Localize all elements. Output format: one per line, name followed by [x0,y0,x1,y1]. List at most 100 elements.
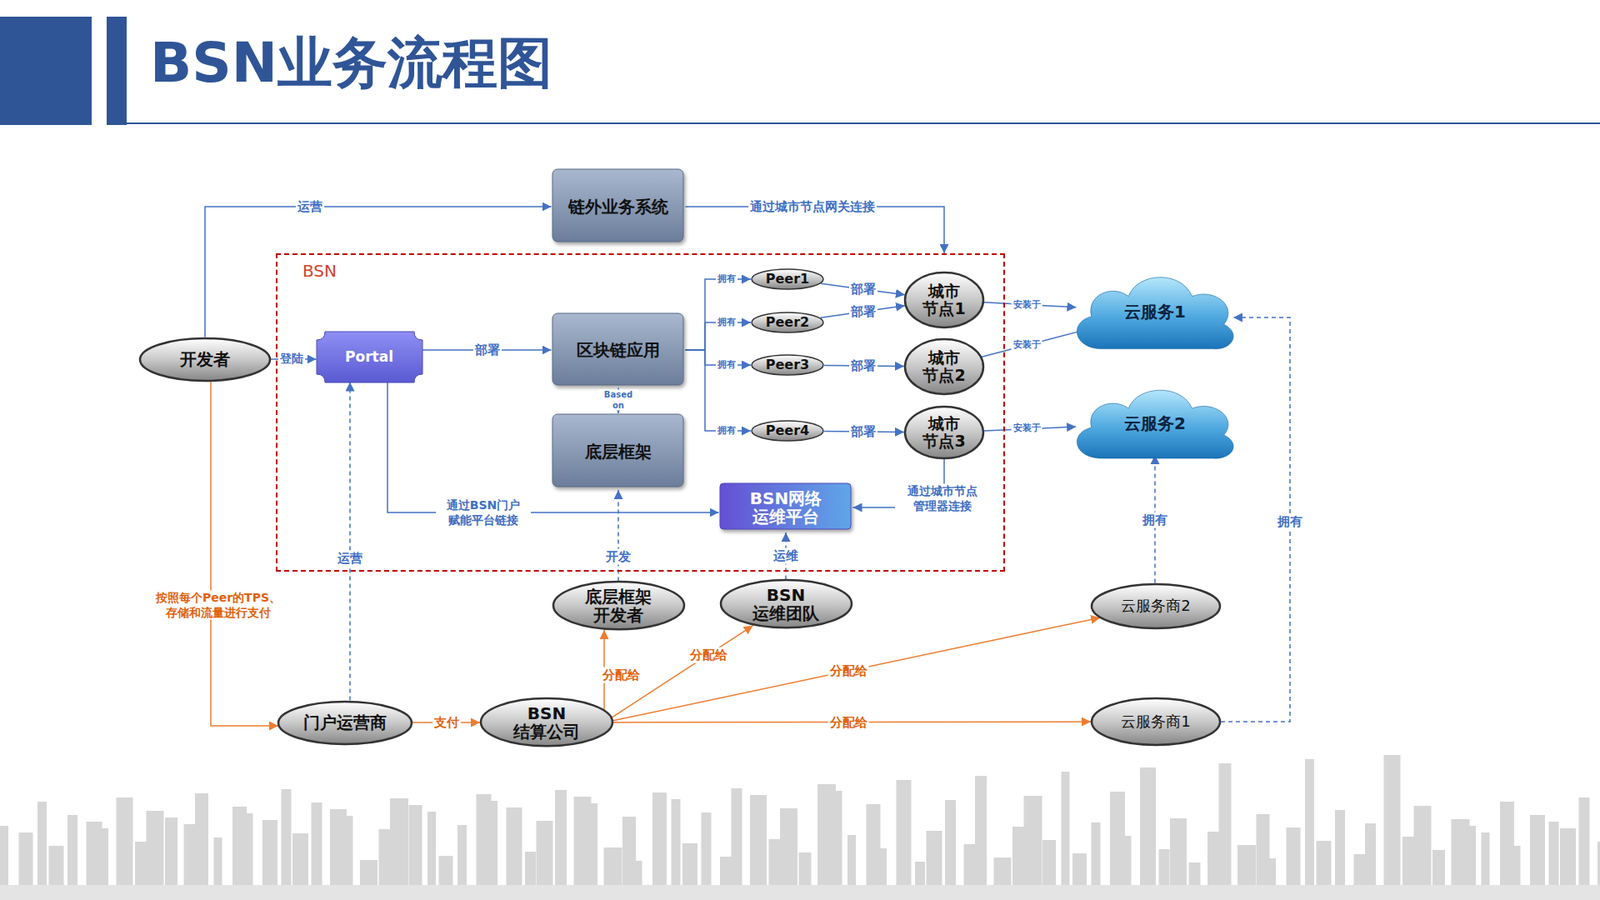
node-label: 底层框架 [585,442,652,461]
skyline-building [652,792,667,889]
edge-label: 通过BSN门户 赋能平台链接 [435,498,531,528]
node-label: 云服务1 [1124,302,1186,321]
skyline-building [1061,771,1070,889]
node-label: 云服务商1 [1120,713,1190,730]
edge-label: 运维 [771,548,800,565]
skyline-building [1170,818,1187,889]
edge-label: 分配给 [688,647,730,664]
title: BSN业务流程图 [150,30,553,96]
node-label: 底层框架 开发者 [576,587,660,625]
skyline-building [1432,850,1445,889]
skyline-building [1335,810,1345,889]
node-label: BSN网络 运维平台 [735,489,836,526]
edge-label: 部署 [849,358,878,375]
edge-label: 开发 [604,549,633,565]
actor-ellipse: 底层框架 开发者 [551,580,686,631]
skyline-building [994,857,1012,889]
skyline-building [555,790,567,889]
skyline-building [1286,827,1301,889]
region-heading: BSN [302,261,337,280]
edge-label: 运营 [295,199,325,215]
connector [685,279,752,350]
edge-label: Based on [598,390,639,411]
edge-label: 部署 [849,304,878,320]
city-node: 城市 节点3 [903,405,985,460]
edge-label: 拥有 [715,425,738,437]
skyline-building [506,807,523,889]
actor-ellipse: 云服务商1 [1090,696,1222,747]
system-box: 链外业务系统 [551,168,686,245]
edge-label: 部署 [849,424,878,440]
skyline-building [1305,759,1315,889]
skyline-building [390,798,409,889]
skyline-building [1267,858,1276,889]
skyline-building [292,833,309,889]
actor-ellipse: BSN 运维团队 [719,578,854,630]
skyline-building [281,789,292,889]
skyline-building [244,813,254,889]
edge-label: 按照每个Peer的TPS、 存储和流量进行支付 [137,590,300,620]
platform-box: BSN网络 运维平台 [719,482,854,533]
edge-label: 拥有 [715,316,738,329]
peer-ellipse: Peer1 [750,267,825,291]
skyline-building [379,829,392,889]
skyline-building [926,830,943,889]
skyline-building [1549,821,1560,889]
skyline-building [877,848,887,889]
node-label: 链外业务系统 [568,197,669,216]
node-label: Peer3 [765,357,810,373]
skyline-building [1462,825,1476,889]
edge-label: 拥有 [715,359,738,371]
connector [685,350,752,431]
cloud-shape: 云服务1 [1066,268,1244,356]
skyline-building [262,820,278,889]
skyline-building [896,780,912,889]
node-label: BSN 运维团队 [744,585,828,623]
bsn-region: BSNPortal区块链应用底层框架Peer1Peer2Peer3Peer4城市… [275,253,1005,572]
node-label: 门户运营商 [303,713,387,732]
connector [349,382,351,701]
edge-label: 安装于 [1011,339,1043,351]
edge-label: 分配给 [828,715,870,731]
portal-box: Portal [316,331,423,383]
skyline-ground [0,885,1600,900]
node-label: 区块链应用 [576,340,660,360]
peer-ellipse: Peer2 [750,310,825,335]
skyline-building [1365,823,1376,889]
skyline-building [780,808,798,889]
skyline-building [0,825,9,889]
edge-label: 拥有 [1140,512,1170,529]
skyline-building [1560,828,1576,889]
connector [617,490,620,581]
edge-label: 支付 [432,715,461,731]
skyline-building [701,812,712,889]
skyline-building [37,801,47,889]
node-label: Peer1 [765,271,810,287]
skyline-building [457,825,467,889]
node-label: Portal [345,349,394,365]
connector [981,329,1088,357]
skyline-building [634,860,643,889]
edge-label: 安装于 [1011,299,1043,311]
process-box: 区块链应用 [551,312,686,389]
skyline-building [67,815,78,889]
skyline-building [311,802,323,889]
city-node: 城市 节点1 [903,270,985,330]
skyline-building [1237,845,1256,889]
skyline-building [525,851,536,889]
node-label: 城市 节点3 [918,415,970,450]
node-label: 城市 节点1 [918,282,970,318]
skyline-building [409,805,423,889]
skyline-building [829,790,843,889]
skyline-building [1414,805,1432,889]
edge-label: 安装于 [1011,422,1043,435]
skyline-building [146,810,165,889]
connector [387,382,720,514]
skyline-building [1140,767,1156,889]
skyline-building [1159,849,1170,889]
actor-ellipse: 门户运营商 [276,700,414,746]
skyline-building [1121,835,1132,889]
edge-label: 部署 [849,281,878,298]
connector [205,206,552,338]
